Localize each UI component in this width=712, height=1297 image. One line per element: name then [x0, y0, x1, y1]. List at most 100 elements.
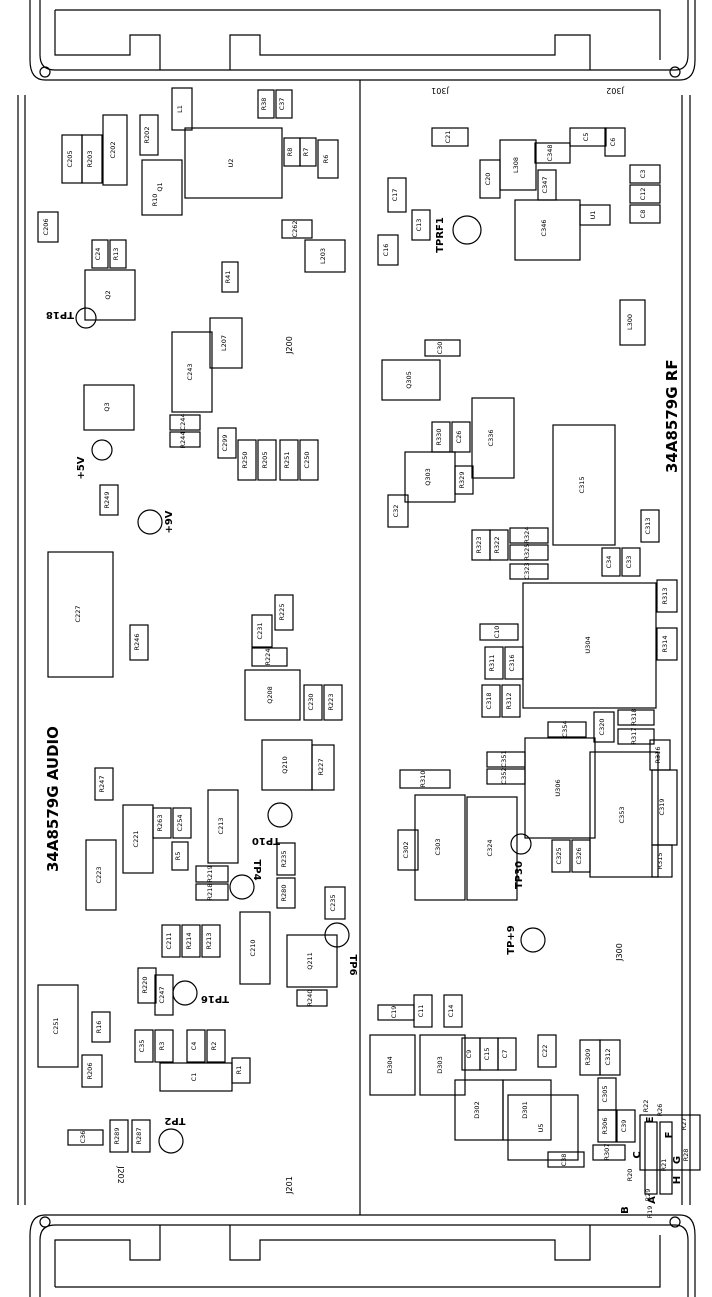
component-label: C37	[278, 98, 286, 111]
component-label: C202	[109, 142, 117, 159]
component-label: C8	[639, 210, 647, 219]
component-label: C38	[560, 1154, 568, 1167]
component-label: C302	[402, 842, 410, 859]
component-label: C223	[95, 867, 103, 884]
component-label: C299	[221, 435, 229, 452]
component-label: C16	[382, 244, 390, 257]
component-label: L300	[626, 314, 634, 330]
component-label: R311	[488, 655, 496, 672]
component-label: R227	[317, 759, 325, 776]
bottom-frame-inner	[39, 1224, 689, 1297]
component-label: R213	[205, 933, 213, 950]
component-label: R223	[327, 694, 335, 711]
test-point-label: TPRF1	[435, 217, 446, 253]
component-label: C21	[444, 131, 452, 144]
component-label: C19	[390, 1006, 398, 1019]
component-label: R19	[646, 1206, 654, 1219]
component-label: C26	[455, 431, 463, 444]
component-label: C9	[465, 1050, 473, 1059]
rf-title: 34A8579G RF	[663, 359, 681, 473]
top-bracket-line	[55, 9, 661, 60]
component-label: C6	[609, 138, 617, 147]
component-label: U304	[584, 636, 592, 653]
pin-label: E	[645, 1116, 656, 1123]
component-label: C211	[165, 933, 173, 950]
component-label: D304	[386, 1056, 394, 1073]
pin-label: H	[672, 1176, 683, 1184]
component-label: U1	[589, 211, 597, 220]
component-label: C320	[598, 719, 606, 736]
component-label: C262	[291, 221, 299, 238]
component-label: R330	[435, 429, 443, 446]
component-label: C316	[508, 655, 516, 672]
component-label: C227	[74, 606, 82, 623]
component-label: R235	[280, 851, 288, 868]
connector-label: J301	[431, 86, 450, 95]
test-point-label: TP10	[252, 835, 280, 846]
component-label: Q305	[405, 371, 413, 389]
component-label: C12	[639, 188, 647, 201]
component-label: R27	[680, 1118, 688, 1131]
component-label: C243	[186, 364, 194, 381]
component-label: R246	[133, 634, 141, 651]
component-label: R317	[630, 728, 638, 745]
component-label: R307	[603, 1144, 611, 1161]
test-point-label: TP2	[164, 1115, 185, 1126]
component-label: R318	[630, 709, 638, 726]
component-label: R324	[523, 527, 531, 544]
component-label: R323	[475, 537, 483, 554]
component-label: R314	[661, 636, 669, 653]
connector-label: J201	[285, 1176, 294, 1195]
component-label: R206	[86, 1063, 94, 1080]
component-label: R218	[206, 884, 214, 901]
component-label: C213	[217, 818, 225, 835]
component-label: R8	[286, 148, 294, 157]
test-point-label: TP+9	[506, 925, 517, 955]
component-label: L308	[512, 157, 520, 173]
component-label: R247	[98, 776, 106, 793]
component-label: C17	[391, 189, 399, 202]
component-label: R205	[261, 452, 269, 469]
component-label: D302	[473, 1101, 481, 1118]
connector-label: J300	[615, 943, 624, 962]
top-frame	[29, 0, 696, 81]
component-label: Q3	[103, 402, 111, 411]
component-label: C24	[94, 248, 102, 261]
component-label: R325	[523, 544, 531, 561]
test-point-label: TP16	[201, 993, 229, 1004]
top-frame-inner	[39, 0, 689, 71]
component-label: R306	[601, 1118, 609, 1135]
component-label: U2	[227, 159, 235, 168]
right-rail	[681, 95, 691, 1205]
component-label: C324	[486, 840, 494, 857]
component-label: C34	[605, 556, 613, 569]
component-label: C303	[434, 839, 442, 856]
pin-label: B	[620, 1206, 631, 1214]
component-label: R219	[206, 866, 214, 883]
component-label: C250	[303, 452, 311, 469]
component-label: C346	[540, 220, 548, 237]
component-label: C14	[447, 1005, 455, 1018]
component-label: R2	[210, 1042, 218, 1051]
component-label: C5	[582, 133, 590, 142]
component-label: R240	[306, 990, 314, 1007]
component-label: C22	[541, 1045, 549, 1058]
component-label: Q208	[266, 686, 274, 704]
component-label: L207	[220, 335, 228, 351]
component-label: D303	[436, 1056, 444, 1073]
bottom-bracket	[54, 1225, 591, 1287]
component-label: C3	[639, 170, 647, 179]
component-label: C315	[578, 477, 586, 494]
component-label: R244	[179, 432, 187, 449]
component-label: R13	[112, 248, 120, 261]
component-label: C313	[644, 518, 652, 535]
test-point-label: +9V	[164, 510, 175, 533]
pin-label: C	[632, 1151, 643, 1158]
pin-label: A	[647, 1196, 658, 1204]
component-label: R249	[103, 492, 111, 509]
component-label: Q210	[281, 756, 289, 774]
component-label: C205	[66, 151, 74, 168]
